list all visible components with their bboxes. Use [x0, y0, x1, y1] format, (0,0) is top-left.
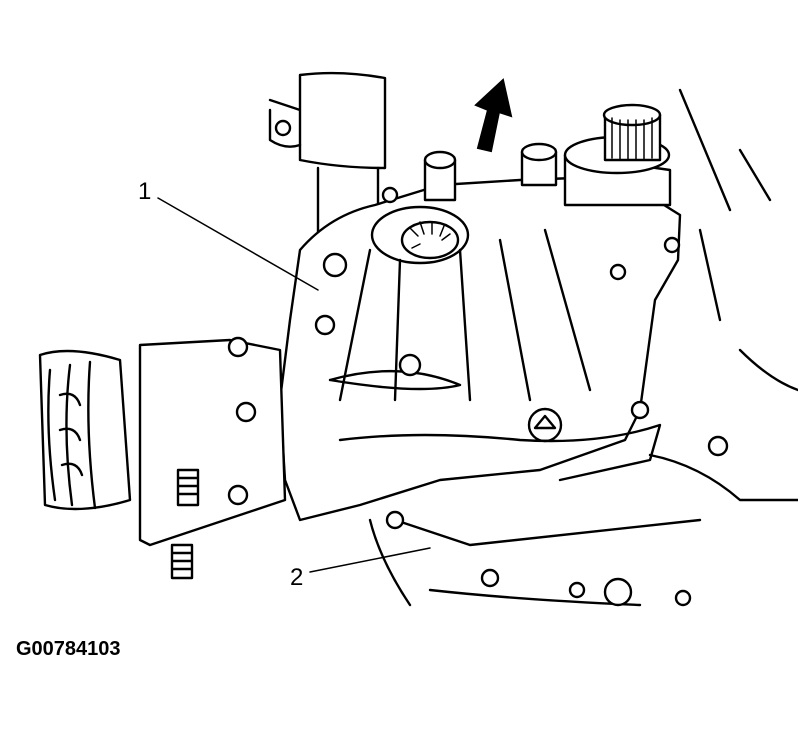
arrow-up-right-icon — [474, 78, 513, 153]
figure-id: G00784103 — [16, 638, 121, 660]
callout-2: 2 — [290, 564, 304, 591]
callout-1: 1 — [138, 178, 152, 205]
callout-2-leader — [309, 547, 431, 573]
mounting-bracket — [268, 71, 387, 252]
transfer-case-body — [278, 103, 682, 522]
transmission-housing — [368, 88, 798, 607]
callout-1-leader — [157, 197, 319, 291]
front-output-housing — [38, 336, 287, 580]
